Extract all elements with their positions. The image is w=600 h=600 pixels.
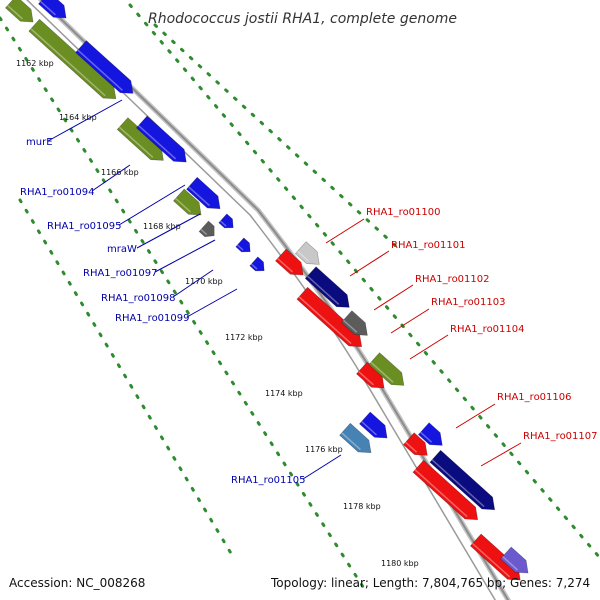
tick-label: 1162 kbp (16, 59, 54, 68)
leader-line (186, 288, 238, 318)
gene-blue-8 (417, 422, 443, 446)
gene-gray-1 (340, 310, 368, 336)
gene-label-left: RHA1_ro01097 (83, 268, 158, 279)
tick-label: 1180 kbp (381, 559, 419, 568)
dotted-ring-3 (18, 198, 237, 562)
gene-navy-2 (429, 449, 496, 511)
gene-label-right: RHA1_ro01103 (431, 297, 506, 308)
gene-navy-1 (304, 266, 350, 308)
leader-line (118, 184, 186, 226)
leader-line (325, 218, 365, 244)
leader-line (91, 164, 131, 192)
gene-blue-5 (218, 213, 234, 229)
gene-blue-1 (38, 0, 67, 19)
gene-label-left: RHA1_ro01095 (47, 221, 122, 232)
gene-olive-2 (28, 18, 117, 100)
leader-line (136, 213, 201, 249)
gene-gray-small (198, 220, 215, 238)
gene-blue-6 (235, 237, 251, 253)
dotted-ring-4 (153, 23, 402, 252)
gene-blue-4 (186, 176, 221, 210)
leader-line (172, 269, 214, 298)
gene-label-right: RHA1_ro01102 (415, 274, 490, 285)
gene-steelblue (339, 422, 372, 454)
tick-label: 1178 kbp (343, 502, 381, 511)
leader-line (47, 99, 123, 142)
gene-red-2 (296, 286, 363, 348)
gene-slateblue (500, 546, 529, 574)
gene-olive-1 (5, 0, 34, 23)
gene-red-1 (275, 248, 304, 276)
label-leader-lines (47, 99, 522, 480)
gene-olive-4 (173, 188, 202, 216)
gene-olive-3 (116, 117, 164, 161)
gene-label-right: RHA1_ro01106 (497, 392, 572, 403)
topology-summary: Topology: linear; Length: 7,804,765 bp; … (270, 576, 590, 590)
gene-label-left: mraW (107, 244, 137, 255)
leader-line (455, 403, 496, 429)
gene-blue-7 (249, 256, 265, 272)
tick-label: 1164 kbp (59, 113, 97, 122)
gene-label-left: murE (26, 137, 53, 148)
tick-label: 1172 kbp (225, 333, 263, 342)
gene-red-5 (412, 459, 479, 521)
dotted-ring-2 (128, 3, 600, 560)
dotted-ring-1 (0, 16, 367, 592)
gene-label-right: RHA1_ro01104 (450, 324, 525, 335)
gene-label-left: RHA1_ro01099 (115, 313, 190, 324)
gene-lightgray (294, 241, 320, 265)
gene-label-right: RHA1_ro01107 (523, 431, 598, 442)
gene-red-6 (469, 533, 521, 581)
gene-label-right: RHA1_ro01100 (366, 207, 441, 218)
gene-red-3 (356, 361, 385, 389)
tick-label: 1174 kbp (265, 389, 303, 398)
gene-features (5, 0, 529, 581)
dotted-guide-rings (0, 3, 600, 592)
accession-text: Accession: NC_008268 (9, 576, 145, 590)
tick-label: 1168 kbp (143, 222, 181, 231)
gene-blue-2 (75, 40, 134, 94)
tick-label: 1176 kbp (305, 445, 343, 454)
gene-red-4 (402, 432, 428, 456)
leader-line (154, 239, 216, 273)
gene-blue-3 (135, 115, 187, 163)
leader-line (302, 454, 342, 480)
tick-label: 1170 kbp (185, 277, 223, 286)
leader-line (409, 334, 449, 360)
map-title: Rhodococcus jostii RHA1, complete genome (148, 11, 457, 27)
gene-label-left: RHA1_ro01098 (101, 293, 176, 304)
leader-line (390, 308, 430, 334)
gene-blue-9 (359, 411, 388, 439)
leader-line (373, 284, 414, 311)
gene-olive-5 (368, 352, 405, 386)
gene-label-left: RHA1_ro01094 (20, 187, 95, 198)
gene-label-right: RHA1_ro01101 (391, 240, 466, 251)
gene-label-left: RHA1_ro01105 (231, 475, 306, 486)
leader-line (349, 250, 390, 277)
leader-line (480, 442, 522, 467)
